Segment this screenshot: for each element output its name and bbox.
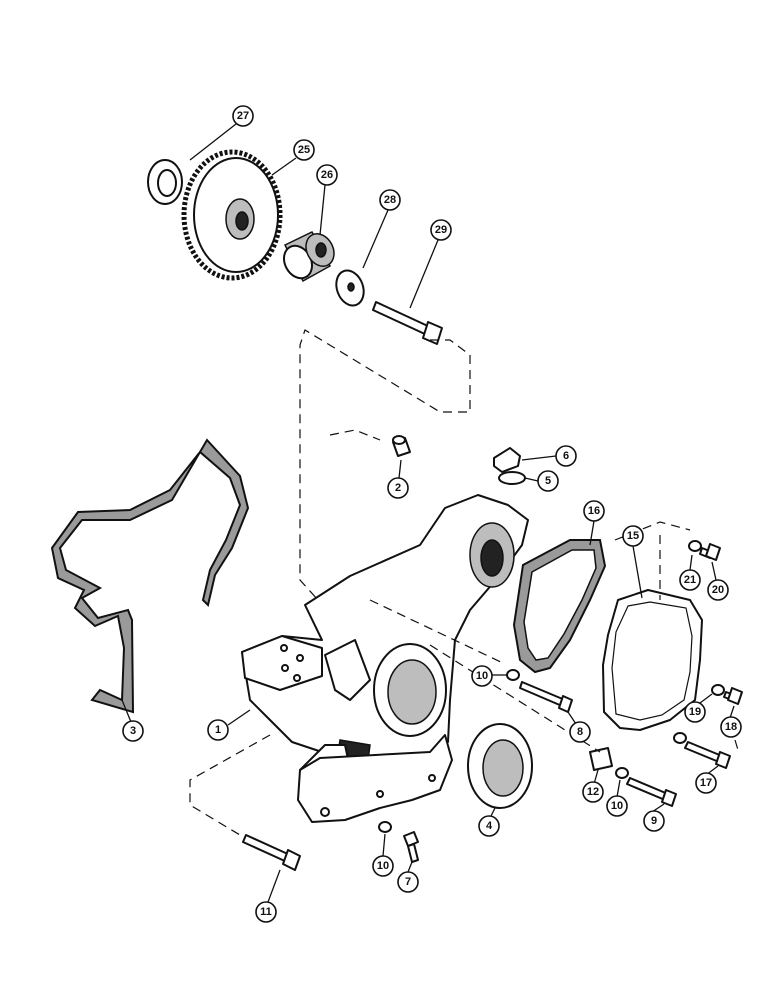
callout-12: 12 [582,781,604,803]
part-20-bolt [699,543,721,561]
callout-10-mid-label: 10 [476,670,488,682]
washer-10-mid [506,669,520,681]
callout-21: 21 [679,569,701,591]
callout-29: 29 [430,219,452,241]
callout-15: 15 [622,525,644,547]
callout-27-label: 27 [237,110,249,122]
part-9-bolt [626,777,677,807]
callout-7-label: 7 [405,876,411,888]
callout-11: 11 [255,901,277,923]
part-15-cover-plate [602,589,703,731]
callout-1: 1 [207,719,229,741]
part-7-bolt [403,831,419,863]
part-1-housing-flange [297,734,453,823]
callout-19-label: 19 [689,706,701,718]
callout-29-label: 29 [435,224,447,236]
part-16-gasket [512,539,607,674]
callout-4: 4 [478,815,500,837]
callout-26: 26 [316,164,338,186]
part-26-bushing [283,231,335,283]
part-28-washer [335,269,365,307]
washer-10-right [615,767,629,779]
callout-5: 5 [537,470,559,492]
callout-2-label: 2 [395,482,401,494]
callout-5-label: 5 [545,475,551,487]
callout-8-label: 8 [577,726,583,738]
callout-21-label: 21 [684,574,696,586]
callout-20: 20 [707,579,729,601]
part-25-gear [181,149,283,281]
callout-9-label: 9 [651,815,657,827]
part-3-gasket [50,438,250,714]
callout-18: 18 [720,716,742,738]
callout-6: 6 [555,445,577,467]
part-1-gear-housing [241,494,529,801]
callout-19: 19 [684,701,706,723]
washer-21 [688,540,702,552]
part-18-bolt [723,687,743,705]
part-11-bolt [242,834,301,871]
part-12-sleeve [589,747,613,771]
callout-3-label: 3 [130,725,136,737]
callout-10-right: 10 [606,795,628,817]
callout-26-label: 26 [321,169,333,181]
part-4-oil-seal [467,723,533,809]
callout-17: 17 [695,772,717,794]
callout-12-label: 12 [587,786,599,798]
washer-17 [673,732,687,744]
callout-4-label: 4 [486,820,493,832]
callout-9: 9 [643,810,665,832]
callout-25: 25 [293,139,315,161]
callout-10-mid: 10 [471,665,493,687]
callout-27: 27 [232,105,254,127]
washer-10-bottom [378,821,392,833]
callout-15-label: 15 [627,530,639,542]
part-27-thrust-washer [147,159,183,205]
callout-6-label: 6 [563,450,569,462]
part-29-bolt [372,301,443,345]
callout-16-label: 16 [588,505,600,517]
callout-11-label: 11 [260,906,272,918]
part-2-dowel [392,435,411,457]
callout-18-label: 18 [725,721,737,733]
callout-28: 28 [379,189,401,211]
callout-2: 2 [387,477,409,499]
callout-16: 16 [583,500,605,522]
callout-8: 8 [569,721,591,743]
callout-7: 7 [397,871,419,893]
part-5-washer [498,471,526,485]
callout-1-label: 1 [215,724,221,736]
callout-10-bottom: 10 [372,855,394,877]
callout-10-bottom-label: 10 [377,860,389,872]
part-6-plug [493,447,521,473]
part-8-bolt [519,681,573,713]
callout-25-label: 25 [298,144,310,156]
callout-20-label: 20 [712,584,724,596]
washer-19 [711,684,725,696]
leader-lines [121,123,735,903]
callout-28-label: 28 [384,194,396,206]
callout-3: 3 [122,720,144,742]
callout-17-label: 17 [700,777,712,789]
part-17-bolt [684,741,731,769]
callout-10-right-label: 10 [611,800,623,812]
